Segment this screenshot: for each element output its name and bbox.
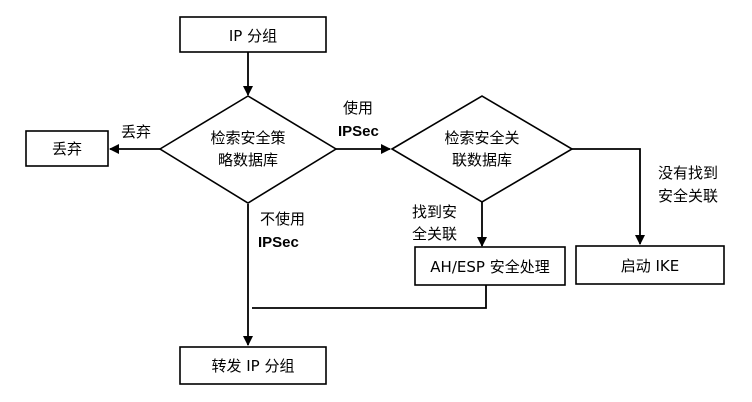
start-ike-label: 启动 IKE: [621, 257, 680, 275]
no-ipsec-label-line1: 不使用: [260, 210, 305, 228]
sa-db-decision: 检索安全关 联数据库: [390, 95, 574, 203]
use-ipsec-label-line2: IPSec: [338, 123, 379, 140]
ip-packet-node: IP 分组: [179, 16, 327, 53]
discard-edge-label: 丢弃: [121, 123, 151, 141]
policy-db-label-line1: 检索安全策: [210, 129, 285, 147]
found-sa-label-line2: 全关联: [412, 225, 457, 243]
no-ipsec-label-line2: IPSec: [258, 234, 299, 251]
ah-esp-node: AH/ESP 安全处理: [414, 246, 566, 286]
forward-label: 转发 IP 分组: [211, 357, 294, 375]
use-ipsec-label-line1: 使用: [343, 99, 373, 117]
start-ike-node: 启动 IKE: [575, 245, 725, 285]
ip-packet-label: IP 分组: [229, 27, 277, 45]
found-sa-label-line1: 找到安: [412, 203, 457, 221]
ah-esp-label: AH/ESP 安全处理: [430, 258, 549, 276]
discard-label: 丢弃: [52, 140, 82, 158]
sa-db-label-line1: 检索安全关: [444, 129, 519, 147]
edge-sa-to-ike: [572, 148, 645, 245]
no-sa-label-line1: 没有找到: [658, 164, 718, 182]
policy-db-label-line2: 略数据库: [218, 151, 278, 169]
discard-node: 丢弃: [25, 130, 109, 167]
sa-db-label-line2: 联数据库: [452, 151, 512, 169]
forward-node: 转发 IP 分组: [179, 346, 327, 385]
edge-ahesp-to-forward: [252, 285, 487, 309]
policy-db-decision: 检索安全策 略数据库: [158, 95, 338, 204]
no-sa-label-line2: 安全关联: [658, 187, 718, 205]
